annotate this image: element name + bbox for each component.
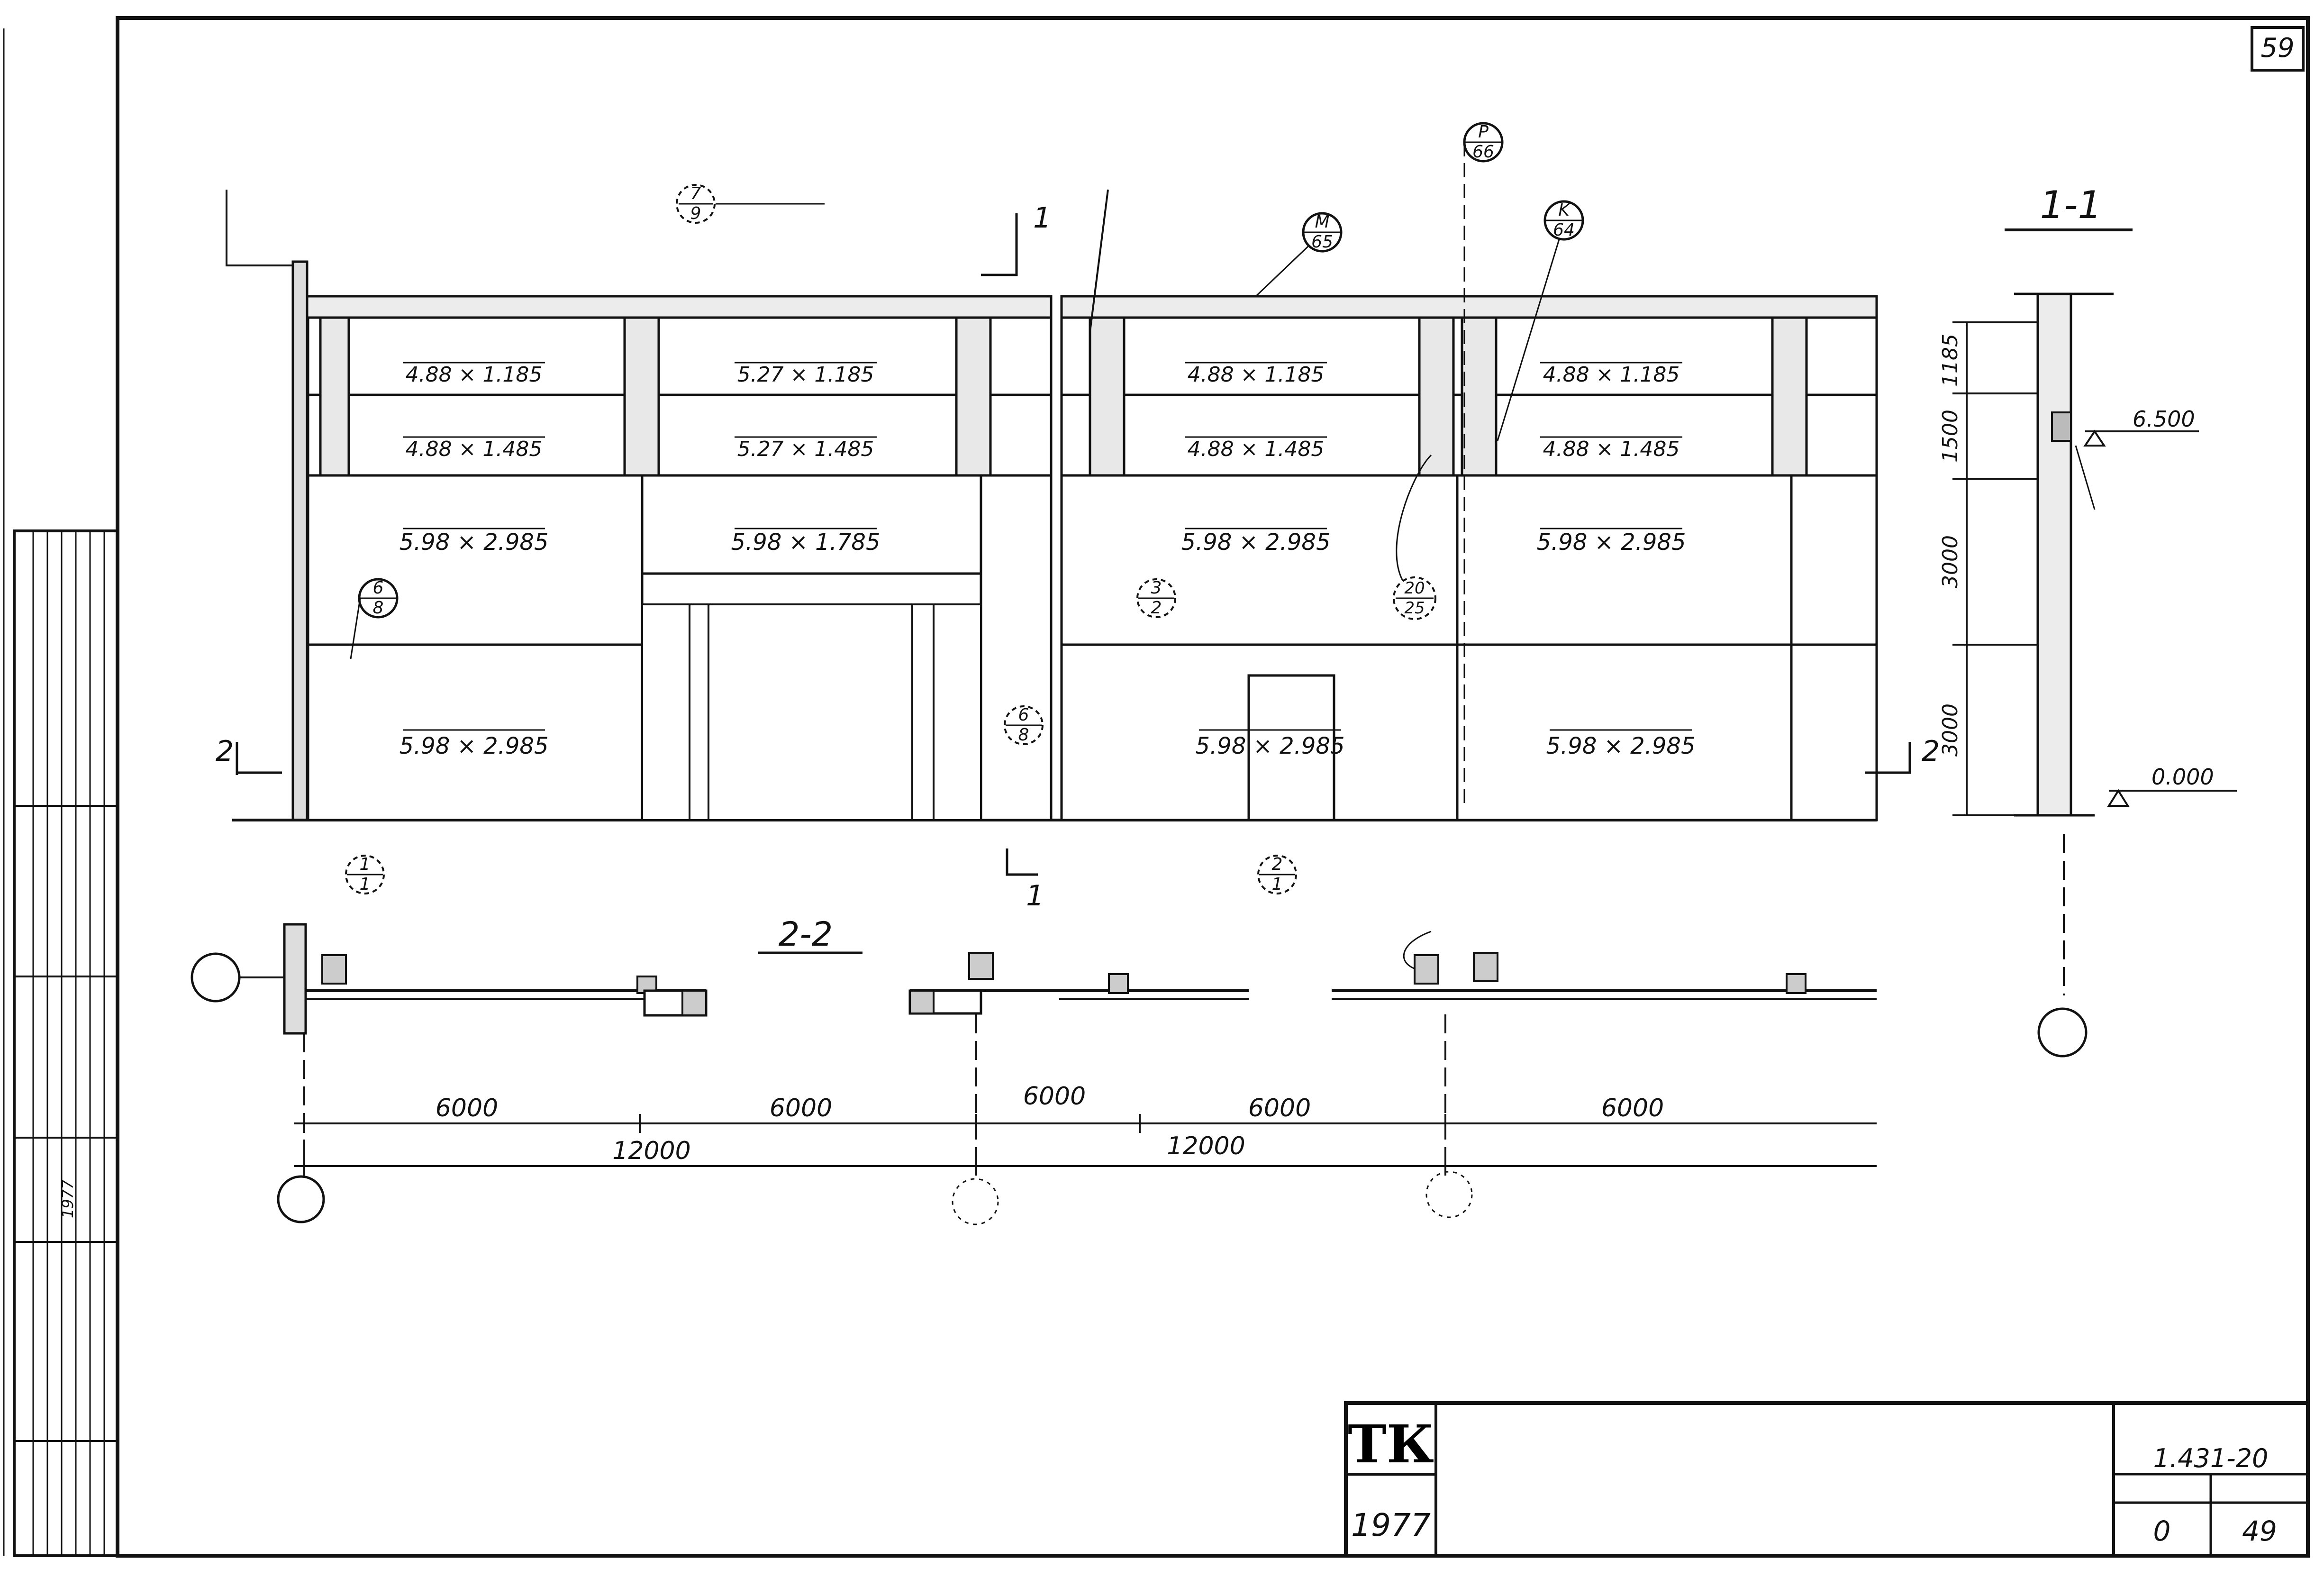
roof-band-left xyxy=(306,295,1053,319)
panel-size-5: 4.88 × 1.485 xyxy=(406,437,543,461)
callout-3-2: 3 2 xyxy=(1136,578,1176,618)
signature-year: 1977 xyxy=(59,1179,77,1218)
axis-circle-bottom-3 xyxy=(1425,1171,1473,1218)
section-2-2-title: 2-2 xyxy=(779,915,833,954)
panel-size-14: 5.98 × 2.985 xyxy=(1195,733,1344,759)
title-year: 1977 xyxy=(1351,1507,1431,1543)
svg-text:P: P xyxy=(1478,122,1489,142)
dim-span-3: 6000 xyxy=(1023,1082,1086,1111)
dim-1185: 1185 xyxy=(1938,334,1962,387)
page-number: 59 xyxy=(2260,33,2294,64)
title-logo: ТК xyxy=(1348,1414,1434,1475)
dim-1500: 1500 xyxy=(1938,410,1962,463)
panel-size-4: 4.88 × 1.185 xyxy=(1543,363,1680,387)
section-1-1-column xyxy=(2036,292,2072,817)
callout-2-1: 2 1 xyxy=(1257,855,1297,894)
panel-size-13: 5.98 × 2.985 xyxy=(399,733,548,759)
svg-text:8: 8 xyxy=(373,598,384,618)
elevation: 4.88 × 1.185 5.27 × 1.185 4.88 × 1.185 4… xyxy=(216,122,1940,912)
callout-6-8b: 6 8 xyxy=(1004,705,1044,745)
callout-K-64: K 64 xyxy=(1497,200,1584,441)
dim-total-2: 12000 xyxy=(1167,1132,1245,1160)
panel-size-11: 5.98 × 2.985 xyxy=(1181,529,1330,556)
section-mark-1-top: 1 xyxy=(1033,201,1051,235)
axis-circle-left-top xyxy=(191,952,241,1003)
svg-text:2: 2 xyxy=(1272,855,1283,874)
svg-text:1: 1 xyxy=(360,875,371,894)
panel-size-1: 4.88 × 1.185 xyxy=(406,363,543,387)
panel-size-10: 5.98 × 1.785 xyxy=(731,529,880,556)
section-mark-1-bottom: 1 xyxy=(1026,879,1044,912)
dim-total-1: 12000 xyxy=(612,1137,690,1165)
panel-size-9: 5.98 × 2.985 xyxy=(399,529,548,556)
svg-text:8: 8 xyxy=(1018,725,1029,745)
page-number-box xyxy=(2251,26,2305,72)
svg-text:1: 1 xyxy=(360,855,371,874)
signature-roles: 1977 xyxy=(59,1179,77,1218)
callout-M-65: M 65 xyxy=(1255,212,1343,297)
panel-size-15: 5.98 × 2.985 xyxy=(1546,733,1695,759)
svg-text:2: 2 xyxy=(1151,598,1162,618)
signature-table xyxy=(13,529,119,1557)
panel-size-3: 4.88 × 1.185 xyxy=(1188,363,1325,387)
panel-size-2: 5.27 × 1.185 xyxy=(737,363,874,387)
dim-span-5: 6000 xyxy=(1601,1094,1664,1122)
small-door xyxy=(1247,674,1335,821)
section-1-1: 1-1 1185 1500 3000 3000 6.500 0.000 xyxy=(1938,183,2237,1058)
section-1-1-title: 1-1 xyxy=(2040,183,2102,227)
svg-text:20: 20 xyxy=(1404,579,1425,598)
outer-wall xyxy=(291,260,309,821)
section-mark-2-left: 2 xyxy=(216,735,234,768)
dim-3000-upper: 3000 xyxy=(1938,535,1962,588)
panel-size-8: 4.88 × 1.485 xyxy=(1543,437,1680,461)
svg-text:6: 6 xyxy=(1018,705,1029,725)
series-value: 1.431-20 xyxy=(2153,1443,2269,1473)
callout-20-25: 20 25 xyxy=(1393,454,1436,620)
svg-text:M: M xyxy=(1315,212,1329,232)
callout-P-66: P 66 xyxy=(1463,122,1504,806)
callout-7-9: 7 9 xyxy=(676,184,825,224)
dim-3000-lower: 3000 xyxy=(1938,703,1962,757)
callout-6-8a: 6 8 xyxy=(350,578,399,659)
dim-span-1: 6000 xyxy=(436,1094,498,1122)
svg-text:1: 1 xyxy=(1272,875,1283,894)
panel-size-7: 4.88 × 1.485 xyxy=(1188,437,1325,461)
roof-band-right xyxy=(1060,295,1878,319)
panel-size-6: 5.27 × 1.485 xyxy=(737,437,874,461)
svg-text:25: 25 xyxy=(1404,599,1425,618)
sheet-value: 49 xyxy=(2242,1515,2277,1547)
axis-circle-bottom-2 xyxy=(952,1178,999,1225)
section-2-2: 2-2 1 1 2 1 xyxy=(191,855,1877,1225)
svg-text:6: 6 xyxy=(373,578,384,598)
level-zero: 0.000 xyxy=(2152,764,2214,790)
level-6500: 6.500 xyxy=(2133,406,2195,432)
issue-value: 0 xyxy=(2153,1515,2171,1547)
svg-text:7: 7 xyxy=(690,184,701,203)
dim-span-2: 6000 xyxy=(770,1094,832,1122)
axis-circle-section xyxy=(2037,1007,2088,1058)
panel-size-12: 5.98 × 2.985 xyxy=(1536,529,1686,556)
svg-text:3: 3 xyxy=(1151,578,1162,598)
plan-outer-wall xyxy=(283,923,307,1035)
svg-text:K: K xyxy=(1558,201,1571,220)
dim-span-4: 6000 xyxy=(1248,1094,1311,1122)
callout-1-1: 1 1 xyxy=(345,855,385,894)
axis-circle-bottom-1 xyxy=(277,1175,325,1223)
section-mark-2-right: 2 xyxy=(1922,735,1940,768)
svg-text:9: 9 xyxy=(690,204,701,223)
svg-text:65: 65 xyxy=(1311,232,1333,252)
svg-text:66: 66 xyxy=(1472,142,1494,162)
title-block: ТК 1977 1.431-20 0 49 xyxy=(1344,1401,2310,1558)
svg-text:64: 64 xyxy=(1553,220,1575,240)
